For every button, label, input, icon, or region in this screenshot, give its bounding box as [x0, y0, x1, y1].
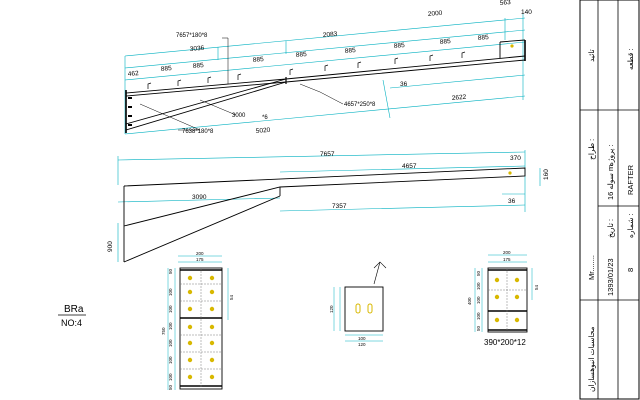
side-dim-7357: 7357 — [332, 203, 347, 210]
side-hole — [508, 171, 512, 175]
side-dimension-lines — [117, 150, 541, 262]
center-plate: 100 120 120 — [329, 261, 387, 347]
rafter-side-view: 7657 4657 3090 7357 370 36 900 160 — [107, 150, 550, 263]
leader-lines — [139, 37, 344, 131]
dim-seg-6: 885 — [345, 47, 357, 55]
label-top-flange-right: 4657*250*8 — [344, 102, 376, 108]
side-dim-4657: 4657 — [402, 163, 417, 170]
title-company: محاسبات انبوهسازان — [587, 326, 596, 392]
center-plate-slots — [355, 303, 373, 314]
right-plate-total: 400 — [467, 297, 472, 305]
title-part-value: RAFTER — [626, 164, 635, 195]
title-block: محاسبات انبوهسازان Mr........ 1393/01/23… — [579, 0, 640, 400]
dim-top-2: 2083 — [323, 31, 338, 39]
left-plate-h2: 100 — [168, 288, 173, 296]
dim-bottom-5020: 5020 — [256, 127, 271, 135]
right-plate-h1: 50 — [476, 270, 481, 276]
left-plate-h1: 50 — [168, 268, 173, 274]
title-stamp: تائید — [587, 49, 596, 62]
dim-top-5: 140 — [521, 9, 532, 16]
right-plate-holes — [494, 277, 520, 323]
part-mark-name: BRa — [64, 304, 84, 315]
right-plate-width: 200 — [503, 250, 511, 255]
dim-seg-1: 462 — [128, 70, 140, 78]
dim-seg-2: 885 — [161, 65, 173, 73]
label-top-flange-left: 7657*180*8 — [176, 33, 208, 39]
left-plate-total: 750 — [161, 327, 166, 335]
side-dim-370: 370 — [510, 155, 521, 162]
dim-seg-8: 885 — [440, 38, 452, 46]
dim-bottom-2622: 2622 — [452, 94, 467, 102]
purlin-clips — [147, 51, 466, 89]
label-bottom-flange: 7638*180*8 — [182, 129, 214, 135]
side-dim-3090: 3090 — [192, 194, 207, 201]
title-drawn-label: طراح : — [587, 139, 596, 160]
title-sheet-value: 8 — [626, 268, 635, 272]
left-plate-h5: 100 — [168, 339, 173, 347]
title-date-value: 1393/01/23 — [606, 258, 615, 296]
side-beam-outline — [123, 167, 526, 263]
right-plate-h4: 100 — [476, 312, 481, 320]
rafter-beam-outline — [125, 39, 526, 133]
left-plate-h8: 50 — [168, 384, 173, 390]
center-plate-dim-3: 120 — [329, 305, 334, 313]
left-plate-h6: 100 — [168, 356, 173, 364]
title-drawn-value: Mr........ — [587, 255, 596, 280]
left-plate-h7: 100 — [168, 373, 173, 381]
part-mark: BRa NO:4 — [58, 304, 86, 328]
right-plate-h3: 100 — [476, 296, 481, 304]
side-dim-7657: 7657 — [320, 151, 335, 158]
title-project-value: سوله 16 m — [606, 165, 615, 200]
left-plate-h3: 100 — [168, 305, 173, 313]
dim-seg-3: 885 — [193, 62, 205, 70]
right-plate-h5: 50 — [476, 325, 481, 331]
dim-seg-5: 885 — [296, 51, 308, 59]
title-date-label: تاریخ : — [606, 219, 615, 238]
rafter-top-view: 3036 2083 2000 563 140 462 885 885 885 8… — [124, 0, 532, 135]
left-plate-width: 200 — [196, 251, 204, 256]
dim-top-3: 2000 — [428, 10, 443, 18]
right-plate-width-inner: 175 — [503, 257, 511, 262]
right-plate-caption: 390*200*12 — [484, 338, 526, 347]
label-web: 3000 — [232, 113, 246, 119]
left-plate-holes — [187, 275, 215, 380]
left-end-plate: 200 175 750 54 50 100 100 100 100 100 10… — [161, 251, 234, 390]
left-plate-side: 54 — [229, 294, 234, 300]
part-mark-number: NO:4 — [61, 318, 82, 328]
rafter-top-dimension-lines — [124, 14, 526, 135]
label-web-suffix: *6 — [262, 115, 268, 121]
dim-seg-9: 885 — [478, 34, 490, 42]
right-plate-side: 54 — [534, 284, 539, 290]
right-plate-h2: 100 — [476, 282, 481, 290]
dim-bottom-36: 36 — [400, 81, 408, 88]
title-part-label: قطعه : — [626, 48, 635, 70]
side-dim-900: 900 — [107, 241, 114, 252]
dim-seg-4: 885 — [253, 56, 265, 64]
side-dim-160: 160 — [543, 169, 550, 180]
left-plate-h4: 100 — [168, 322, 173, 330]
title-project-label: پروژه : — [606, 144, 615, 166]
center-plate-dim-2: 120 — [358, 342, 366, 347]
title-sheet-label: شماره : — [626, 213, 635, 238]
left-plate-width-inner: 175 — [196, 257, 204, 262]
dim-top-1: 3036 — [190, 45, 205, 53]
dim-seg-7: 885 — [394, 42, 406, 50]
side-dim-36: 36 — [508, 198, 516, 205]
right-end-plate: 200 175 400 54 50 100 100 100 50 390*200… — [467, 250, 539, 347]
dim-top-4: 563 — [500, 0, 512, 7]
center-plate-dim-1: 100 — [358, 336, 366, 341]
rafter-end-holes — [128, 44, 514, 126]
